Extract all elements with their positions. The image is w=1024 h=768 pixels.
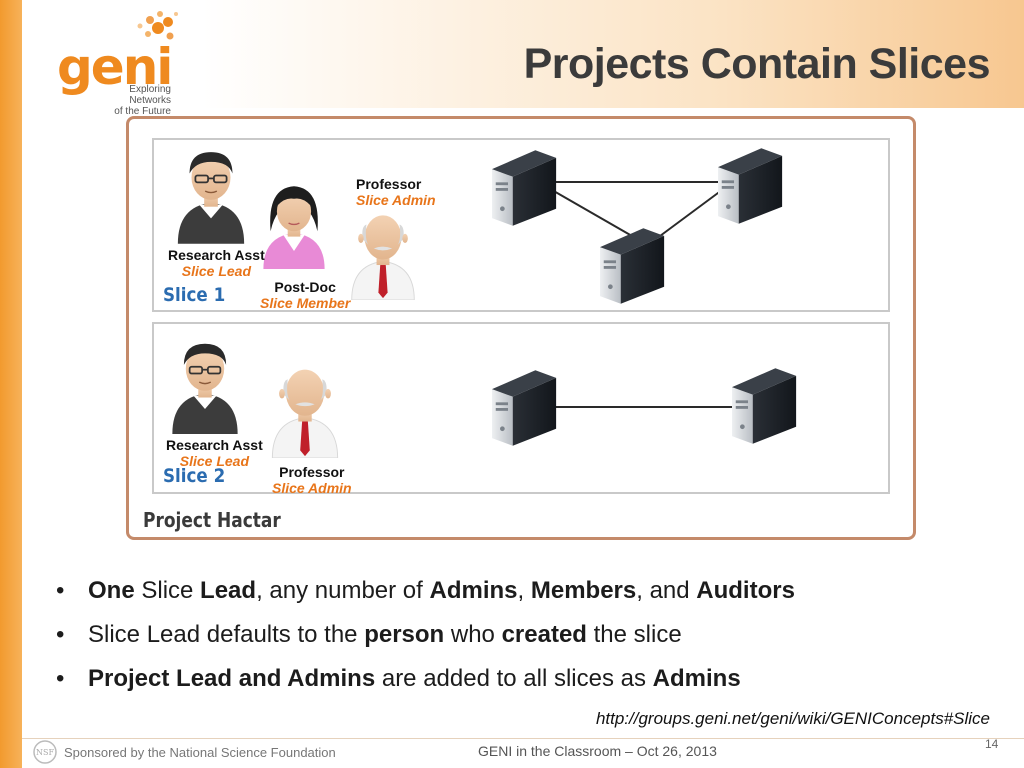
role-title: Professor (279, 464, 345, 480)
footer-divider (22, 738, 1024, 739)
bullet-text-run: the slice (586, 621, 682, 648)
slice-1-label: Slice 1 (163, 284, 226, 306)
bullet-bold-run: Project Lead and Admins (88, 665, 376, 692)
logo-tagline-line-2: of the Future (114, 106, 171, 117)
reference-link[interactable]: http://groups.geni.net/geni/wiki/GENICon… (595, 709, 990, 728)
role-title: Research Asst (168, 247, 265, 263)
bullet-text-run: Slice (134, 577, 201, 604)
left-accent-bar (0, 0, 22, 768)
footer-sponsor: Sponsored by the National Science Founda… (64, 745, 336, 760)
role-subtitle: Slice Admin (356, 192, 436, 208)
bullet-bold-run: Admins (429, 577, 518, 604)
logo-dots-icon (137, 11, 178, 40)
role-subtitle: Slice Admin (272, 480, 352, 496)
male-old-icon (266, 362, 344, 458)
bullet-bold-run: Lead (200, 577, 257, 604)
slice-1-research-asst-role: Research Asst Slice Lead (168, 247, 265, 279)
bullet-text-run: are added to all slices as (375, 665, 653, 692)
footer-event: GENI in the Classroom – Oct 26, 2013 (478, 743, 717, 759)
server-icon (492, 148, 558, 228)
server-icon (732, 366, 798, 446)
role-subtitle: Slice Lead (181, 263, 252, 279)
bullet-text-run: , (517, 577, 531, 604)
slice-2-research-asst-role: Research Asst Slice Lead (166, 437, 263, 469)
bullet-list: One Slice Lead, any number of Admins, Me… (56, 576, 996, 708)
slice-2-label: Slice 2 (163, 465, 226, 487)
male-old-icon (344, 208, 422, 300)
role-subtitle: Slice Member (260, 295, 351, 311)
header-band (22, 0, 1024, 108)
page-number: 14 (985, 737, 999, 751)
bullet-text-run: , any number of (256, 577, 430, 604)
nsf-logo-icon: NSF (33, 740, 57, 764)
slide-title: Projects Contain Slices (523, 40, 991, 88)
server-icon (492, 368, 558, 448)
bullet-bold-run: Auditors (696, 577, 795, 604)
bullet-item-2: Slice Lead defaults to the person who cr… (56, 620, 996, 650)
male-young-icon (166, 338, 244, 434)
svg-text:NSF: NSF (36, 748, 54, 757)
geni-logo: geni Exploring Networks of the Future (55, 8, 195, 117)
slice-1-professor-role: Professor Slice Admin (356, 176, 436, 208)
slice-2-professor-role: Professor Slice Admin (272, 464, 352, 496)
role-subtitle: Slice Lead (179, 453, 250, 469)
bullet-bold-run: One (88, 577, 135, 604)
logo-word: geni (57, 38, 173, 96)
role-title: Post-Doc (274, 279, 336, 295)
bullet-item-1: One Slice Lead, any number of Admins, Me… (56, 576, 996, 606)
bullet-text-run: , and (636, 577, 697, 604)
role-title: Research Asst (166, 437, 263, 453)
server-icon (718, 146, 784, 226)
logo-tagline: Exploring Networks of the Future (91, 84, 171, 117)
logo-tagline-line-1: Exploring Networks (129, 84, 171, 106)
role-title: Professor (356, 176, 422, 192)
bullet-bold-run: created (501, 621, 587, 648)
server-icon (600, 226, 666, 306)
bullet-bold-run: Members (530, 577, 637, 604)
bullet-text-run: who (444, 621, 502, 648)
bullet-bold-run: person (364, 621, 445, 648)
slice-1-post-doc-role: Post-Doc Slice Member (260, 279, 350, 311)
male-young-icon (172, 146, 250, 244)
bullet-text-run: Slice Lead defaults to the (88, 621, 365, 648)
project-label: Project Hactar (143, 508, 281, 532)
female-icon (258, 174, 330, 274)
bullet-bold-run: Admins (652, 665, 741, 692)
bullet-item-3: Project Lead and Admins are added to all… (56, 664, 996, 694)
